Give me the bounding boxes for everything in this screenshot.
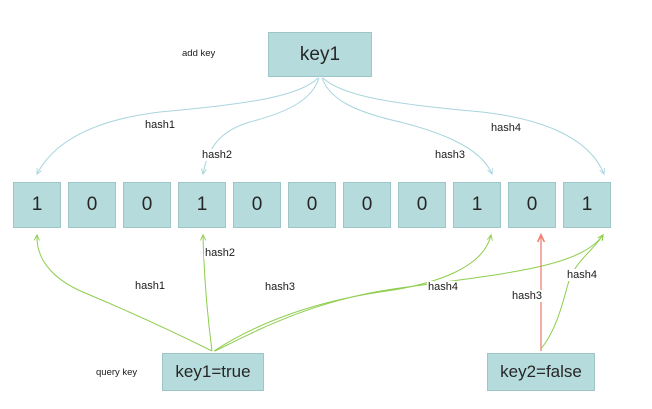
query-true-node[interactable]: key1=true — [162, 353, 264, 391]
bit-cell-0[interactable]: 1 — [13, 182, 61, 228]
bit-cell-value: 1 — [31, 194, 43, 215]
add-edge-label-hash2: hash2 — [201, 149, 233, 161]
bit-cell-value: 0 — [416, 194, 428, 215]
bit-cell-10[interactable]: 1 — [563, 182, 611, 228]
bit-cell-9[interactable]: 0 — [508, 182, 556, 228]
add-key-node-label: key1 — [299, 43, 341, 65]
query-false-edge-label-hash4: hash4 — [566, 269, 598, 281]
add-edge-label-hash3: hash3 — [434, 149, 466, 161]
bit-cell-value: 0 — [251, 194, 263, 215]
bit-cell-2[interactable]: 0 — [123, 182, 171, 228]
query-true-edge-hash1 — [37, 235, 213, 352]
bit-cell-value: 1 — [471, 194, 483, 215]
query-true-edge-hash3 — [213, 235, 491, 352]
add-edge-label-hash1: hash1 — [144, 119, 176, 131]
query-true-edge-label-hash4: hash4 — [427, 281, 459, 293]
bit-cell-3[interactable]: 1 — [178, 182, 226, 228]
bit-cell-value: 1 — [196, 194, 208, 215]
bit-cell-1[interactable]: 0 — [68, 182, 116, 228]
query-true-edge-label-hash2: hash2 — [204, 247, 236, 259]
bit-cell-4[interactable]: 0 — [233, 182, 281, 228]
bit-cell-5[interactable]: 0 — [288, 182, 336, 228]
add-edge-label-hash4: hash4 — [490, 122, 522, 134]
bit-cell-value: 0 — [361, 194, 373, 215]
add-edge-hash1 — [37, 77, 319, 174]
query-true-edge-label-hash1: hash1 — [134, 280, 166, 292]
add-key-node[interactable]: key1 — [268, 32, 372, 77]
query-true-node-label: key1=true — [175, 362, 251, 381]
bit-cell-value: 1 — [581, 194, 593, 215]
query-key-label: query key — [96, 367, 138, 378]
bit-cell-8[interactable]: 1 — [453, 182, 501, 228]
query-true-edge-hash4 — [214, 235, 603, 352]
query-false-node[interactable]: key2=false — [487, 353, 595, 391]
bit-cell-6[interactable]: 0 — [343, 182, 391, 228]
query-false-edge-label-hash3: hash3 — [511, 290, 543, 302]
query-false-edge-hash4 — [540, 235, 603, 350]
add-key-label: add key — [182, 48, 216, 59]
query-true-edge-label-hash3: hash3 — [264, 281, 296, 293]
bit-cell-value: 0 — [306, 194, 318, 215]
bit-cell-value: 0 — [86, 194, 98, 215]
add-edge-hash3 — [321, 77, 492, 174]
bit-cell-7[interactable]: 0 — [398, 182, 446, 228]
bit-cell-value: 0 — [526, 194, 538, 215]
query-false-node-label: key2=false — [500, 362, 582, 381]
bit-cell-value: 0 — [141, 194, 153, 215]
